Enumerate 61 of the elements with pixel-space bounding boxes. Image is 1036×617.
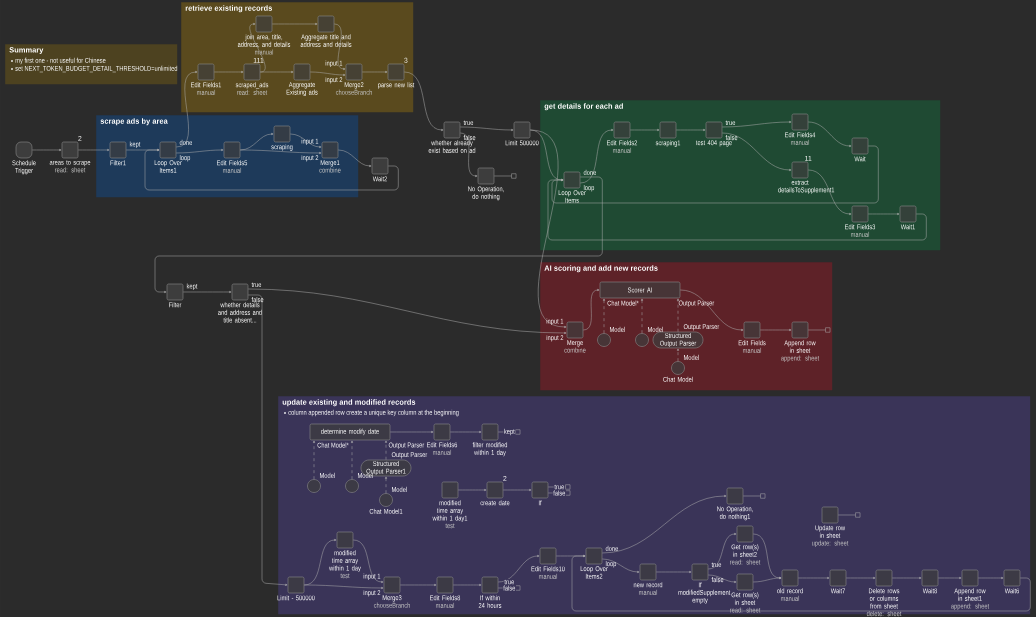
connector-arrow bbox=[183, 291, 232, 293]
connector-arrow bbox=[641, 298, 643, 334]
connector-arrow bbox=[583, 289, 600, 331]
connector-arrow bbox=[353, 539, 384, 583]
connector-arrow bbox=[248, 294, 288, 586]
connector-arrow bbox=[334, 23, 346, 70]
connector-arrow bbox=[547, 179, 927, 241]
connector-arrow bbox=[214, 71, 244, 73]
connector-arrow bbox=[868, 213, 900, 215]
connector-arrow bbox=[548, 490, 571, 496]
connector-arrow bbox=[494, 173, 517, 179]
connector-arrow bbox=[460, 126, 514, 131]
connector-arrow bbox=[249, 23, 266, 73]
connector-arrow bbox=[808, 169, 852, 215]
connector-arrow bbox=[362, 71, 388, 73]
connector-arrow bbox=[498, 555, 540, 583]
connector-arrow bbox=[498, 429, 521, 435]
connector-arrow bbox=[154, 176, 603, 293]
connector-arrow bbox=[722, 132, 792, 171]
connector-arrow bbox=[248, 288, 567, 334]
connector-arrow bbox=[753, 577, 782, 583]
connector-arrow bbox=[404, 71, 444, 131]
connector-arrow bbox=[602, 495, 727, 554]
connector-arrow bbox=[743, 493, 766, 499]
connector-arrow bbox=[680, 289, 744, 331]
connector-arrow bbox=[722, 121, 792, 128]
connector-arrow bbox=[551, 145, 879, 204]
connector-arrow bbox=[272, 23, 318, 25]
connector-arrow bbox=[708, 574, 737, 583]
connector-arrow bbox=[176, 149, 224, 154]
connector-arrow bbox=[176, 71, 198, 148]
connector-arrow bbox=[290, 133, 322, 148]
connector-arrow bbox=[602, 558, 640, 573]
connector-arrow bbox=[460, 132, 478, 177]
connector-arrow bbox=[760, 329, 792, 331]
connector-arrow bbox=[580, 129, 614, 184]
connector-arrow bbox=[530, 129, 567, 328]
connector-arrow bbox=[677, 348, 679, 362]
connector-arrow bbox=[240, 149, 322, 154]
model-node bbox=[307, 479, 321, 493]
connector-arrow bbox=[498, 585, 521, 591]
connector-arrow bbox=[310, 71, 346, 76]
connector-arrow bbox=[677, 298, 679, 332]
connector-arrow bbox=[838, 512, 861, 518]
model-node bbox=[597, 333, 611, 347]
connector-arrow bbox=[571, 555, 1031, 612]
connector-arrow bbox=[78, 149, 110, 151]
connector-arrow bbox=[630, 129, 660, 131]
connector-arrow bbox=[32, 149, 62, 151]
connector-arrow bbox=[603, 298, 605, 334]
model-node bbox=[635, 333, 649, 347]
connector-arrow bbox=[708, 533, 737, 570]
connector-arrow bbox=[808, 327, 831, 333]
connector-arrow bbox=[304, 584, 384, 589]
connector-arrow bbox=[260, 71, 294, 73]
connector-arrow bbox=[144, 149, 399, 191]
connector-arrow bbox=[548, 484, 571, 490]
connector-arrow bbox=[676, 129, 706, 131]
model-node bbox=[345, 479, 359, 493]
connector-arrow bbox=[338, 149, 372, 167]
connector-arrow bbox=[808, 121, 852, 147]
